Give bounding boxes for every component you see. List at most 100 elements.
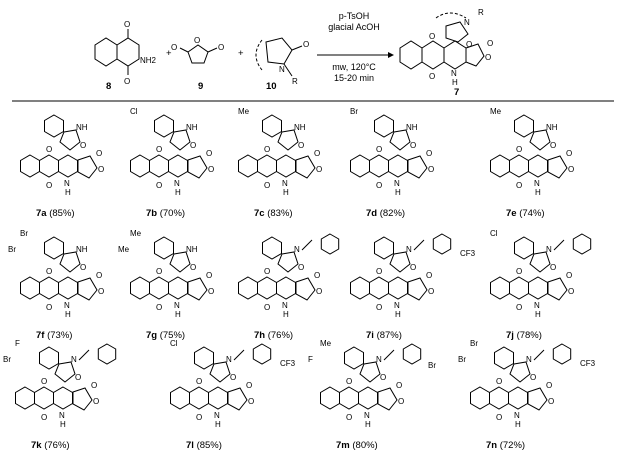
atom-o: O bbox=[546, 381, 552, 390]
atom-n: N bbox=[534, 301, 540, 310]
compound-label: 7i (87%) bbox=[366, 330, 402, 341]
atom-n: N bbox=[514, 411, 520, 420]
reagent-8-structure: O O NH2 bbox=[94, 20, 157, 86]
atom-o: O bbox=[376, 181, 382, 190]
atom-n: N bbox=[282, 179, 288, 188]
atom-o: O bbox=[46, 267, 52, 276]
atom-o: O bbox=[264, 181, 270, 190]
atom-o: O bbox=[568, 165, 574, 174]
atom-n: N bbox=[526, 355, 532, 364]
atom-n: N bbox=[394, 179, 400, 188]
atom-o: O bbox=[550, 263, 556, 272]
atom-h: H bbox=[452, 78, 458, 87]
atom-o: O bbox=[426, 271, 432, 280]
atom-o: O bbox=[410, 141, 416, 150]
atom-o: O bbox=[316, 287, 322, 296]
atom-o: O bbox=[376, 303, 382, 312]
atom-o: O bbox=[314, 149, 320, 158]
plus-sign: + bbox=[166, 48, 172, 59]
atom-o: O bbox=[190, 263, 196, 272]
compound-yield: (72%) bbox=[497, 440, 525, 451]
atom-n: N bbox=[282, 301, 288, 310]
compound-yield: (73%) bbox=[44, 330, 72, 341]
compound-yield: (85%) bbox=[47, 208, 75, 219]
atom-o: O bbox=[206, 149, 212, 158]
compound-id: 7h bbox=[254, 330, 265, 341]
substituent-label: Br bbox=[20, 229, 28, 238]
substituent-label: Me bbox=[238, 107, 250, 116]
atom-o: O bbox=[98, 165, 104, 174]
atom-h: H bbox=[395, 188, 401, 197]
atom-h: H bbox=[283, 188, 289, 197]
substituent-label: Me bbox=[490, 107, 502, 116]
atom-n: N bbox=[214, 411, 220, 420]
substituent-label: Cl bbox=[490, 229, 498, 238]
atom-o: O bbox=[80, 263, 86, 272]
atom-n: N bbox=[406, 245, 412, 254]
atom-o: O bbox=[46, 303, 52, 312]
atom-o: O bbox=[566, 149, 572, 158]
atom-o: O bbox=[124, 77, 130, 86]
compound-yield: (76%) bbox=[42, 440, 70, 451]
atom-o: O bbox=[346, 413, 352, 422]
atom-o: O bbox=[428, 287, 434, 296]
atom-o: O bbox=[298, 263, 304, 272]
atom-o: O bbox=[190, 141, 196, 150]
atom-o: O bbox=[230, 373, 236, 382]
atom-o: O bbox=[298, 141, 304, 150]
atom-r: R bbox=[478, 8, 484, 17]
atom-o: O bbox=[80, 141, 86, 150]
compound-id: 7j bbox=[506, 330, 514, 341]
atom-o: O bbox=[530, 373, 536, 382]
condition-1: p-TsOH bbox=[339, 11, 370, 21]
atom-h: H bbox=[535, 310, 541, 319]
atom-n: N bbox=[294, 245, 300, 254]
atom-h: H bbox=[215, 420, 221, 429]
atom-h: H bbox=[395, 310, 401, 319]
atom-n: N bbox=[364, 411, 370, 420]
compound-id: 7m bbox=[336, 440, 350, 451]
atom-o: O bbox=[156, 267, 162, 276]
atom-o: O bbox=[96, 149, 102, 158]
atom-n: N bbox=[174, 301, 180, 310]
atom-o: O bbox=[264, 145, 270, 154]
substituent-label: Br bbox=[428, 361, 436, 370]
atom-n: N bbox=[71, 355, 77, 364]
compound-label: 7m (80%) bbox=[336, 440, 378, 451]
atom-h: H bbox=[283, 310, 289, 319]
atom-o: O bbox=[398, 397, 404, 406]
atom-o: O bbox=[218, 43, 224, 52]
atom-n: N bbox=[59, 411, 65, 420]
atom-o: O bbox=[516, 267, 522, 276]
atom-o: O bbox=[41, 377, 47, 386]
compound-yield: (78%) bbox=[514, 330, 542, 341]
atom-n: N bbox=[64, 301, 70, 310]
atom-o: O bbox=[91, 381, 97, 390]
substituent-label: CF3 bbox=[280, 359, 296, 368]
atom-o: O bbox=[208, 165, 214, 174]
compound-label: 7d (82%) bbox=[366, 208, 405, 219]
compound-yield: (85%) bbox=[194, 440, 222, 451]
atom-o: O bbox=[396, 381, 402, 390]
compound-id: 7i bbox=[366, 330, 374, 341]
compound-label: 7n (72%) bbox=[486, 440, 525, 451]
atom-o: O bbox=[264, 303, 270, 312]
substituent-label: Br bbox=[8, 245, 16, 254]
substituent-label: Me bbox=[130, 229, 142, 238]
compound-id: 7l bbox=[186, 440, 194, 451]
atom-o: O bbox=[98, 287, 104, 296]
substituent-label: CF3 bbox=[580, 359, 596, 368]
atom-o: O bbox=[46, 145, 52, 154]
compound-yield: (74%) bbox=[517, 208, 545, 219]
compound-id: 7n bbox=[486, 440, 497, 451]
atom-o: O bbox=[426, 149, 432, 158]
compound-id: 7b bbox=[146, 208, 157, 219]
